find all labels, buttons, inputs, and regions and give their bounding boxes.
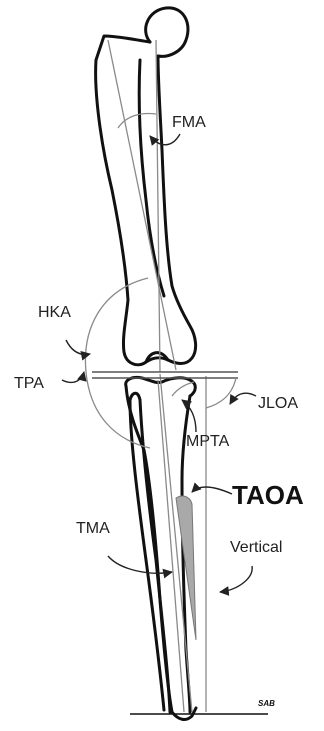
fibula-outer (130, 400, 164, 710)
fma-label: FMA (172, 115, 206, 131)
taoa-label: TAOA (232, 482, 304, 508)
jloa-arc (206, 378, 236, 408)
femur (96, 8, 196, 365)
fibula-head (130, 393, 140, 400)
tma-label: TMA (76, 521, 110, 537)
jloa-label: JLOA (258, 396, 298, 412)
tpa-arrow (62, 372, 84, 382)
mpta-label: MPTA (186, 434, 229, 450)
taoa-arrow (192, 487, 232, 494)
tibia-anatomical-axis (158, 380, 184, 712)
femoral-head (146, 8, 188, 57)
artist-signature: SAB (258, 700, 275, 708)
tpa-label: TPA (14, 376, 44, 392)
axis-lines (108, 40, 206, 712)
tma-arrow (108, 556, 172, 573)
jloa-arrow (230, 393, 256, 404)
hka-label: HKA (38, 305, 71, 321)
fma-arrow (150, 134, 180, 145)
vertical-arrow (220, 566, 252, 592)
vertical-label: Vertical (230, 540, 282, 556)
